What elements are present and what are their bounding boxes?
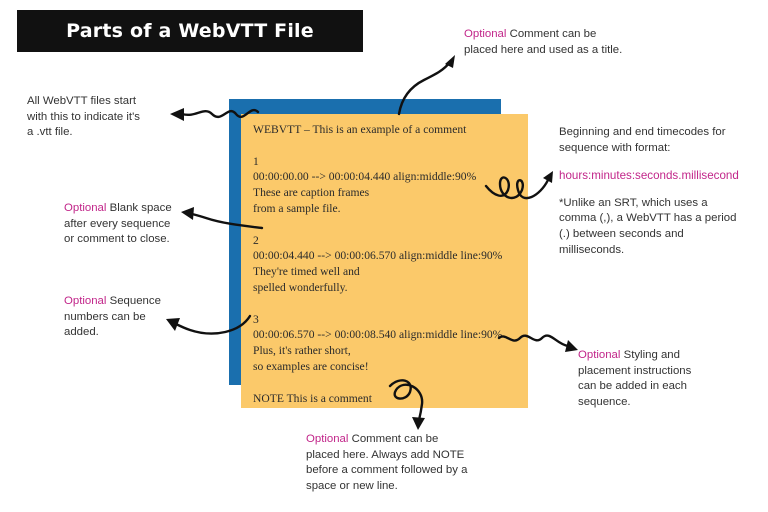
annotation-text: Comment can be [506,28,597,40]
annotation-text: after every sequence [64,217,171,230]
annotation-text: Beginning and end timecodes for [559,126,726,138]
annotation-text: All WebVTT files start [27,95,137,107]
annotation-text: (.) between seconds and [559,227,684,240]
file-line-caption-2b: spelled wonderfully. [253,280,348,294]
annotation-styling: Optional Styling and placement instructi… [578,348,691,410]
annotation-text: Sequence [106,295,161,307]
annotation-text: *Unlike an SRT, which uses a [559,196,708,209]
annotation-header: All WebVTT files start with this to indi… [27,94,140,141]
annotation-text: added. [64,326,99,339]
file-line-header: WEBVTT – This is an example of a comment [253,123,467,136]
file-line-blank [253,138,528,154]
file-line-note: NOTE This is a comment [253,391,372,405]
page-title: Parts of a WebVTT File [66,20,314,42]
file-line-caption-3b: so examples are concise! [253,359,369,373]
webvtt-file-sheet: WEBVTT – This is an example of a comment… [241,114,528,408]
file-line-blank [253,217,528,233]
annotation-text: sequence with format: [559,141,671,154]
annotation-text: before a comment followed by a [306,464,468,477]
annotation-text: can be added in each [578,380,687,393]
file-line-caption-2a: They're timed well and [253,265,360,279]
annotation-text: numbers can be [64,310,146,323]
file-line-blank [253,375,528,391]
file-line-caption-1b: from a sample file. [253,201,341,215]
annotation-text: milliseconds. [559,243,625,256]
file-line-caption-3a: Plus, it's rather short, [253,344,351,358]
file-line-timecode-2: 00:00:04.440 --> 00:00:06.570 align:midd… [253,249,503,263]
annotation-sequence-numbers: Optional Sequence numbers can be added. [64,294,161,341]
annotation-text: space or new line. [306,479,398,492]
file-line-caption-1a: These are caption frames [253,186,370,200]
annotation-text: sequence. [578,395,631,408]
annotation-text: placement instructions [578,364,692,377]
annotation-text: or comment to close. [64,233,170,246]
optional-tag: Optional [578,349,621,361]
title-banner: Parts of a WebVTT File [17,10,363,52]
annotation-title-comment: Optional Comment can be placed here and … [464,27,622,58]
file-line-seq-1: 1 [253,154,259,168]
file-line-timecode-3: 00:00:06.570 --> 00:00:08.540 align:midd… [253,328,503,342]
annotation-text: Blank space [106,202,172,214]
annotation-text: with this to indicate it's [27,110,140,123]
annotation-text: placed here. Always add NOTE [306,448,465,461]
annotation-text: a .vtt file. [27,126,73,139]
annotation-blank-space: Optional Blank space after every sequenc… [64,201,172,248]
optional-tag: Optional [64,295,107,307]
annotation-text: comma (,), a WebVTT has a period [559,212,737,225]
file-line-blank [253,296,528,312]
timecode-format: hours:minutes:seconds.millisecond [559,169,739,183]
optional-tag: Optional [306,433,349,445]
annotation-text: Styling and [620,349,680,361]
file-line-seq-3: 3 [253,312,259,326]
annotation-text: placed here and used as a title. [464,43,623,56]
optional-tag: Optional [64,202,107,214]
annotation-note-comment: Optional Comment can be placed here. Alw… [306,432,467,494]
file-line-seq-2: 2 [253,233,259,247]
optional-tag: Optional [464,28,507,40]
annotation-text: Comment can be [348,433,439,445]
annotation-timecodes: Beginning and end timecodes for sequence… [559,125,739,258]
file-line-timecode-1: 00:00:00.00 --> 00:00:04.440 align:middl… [253,170,477,184]
